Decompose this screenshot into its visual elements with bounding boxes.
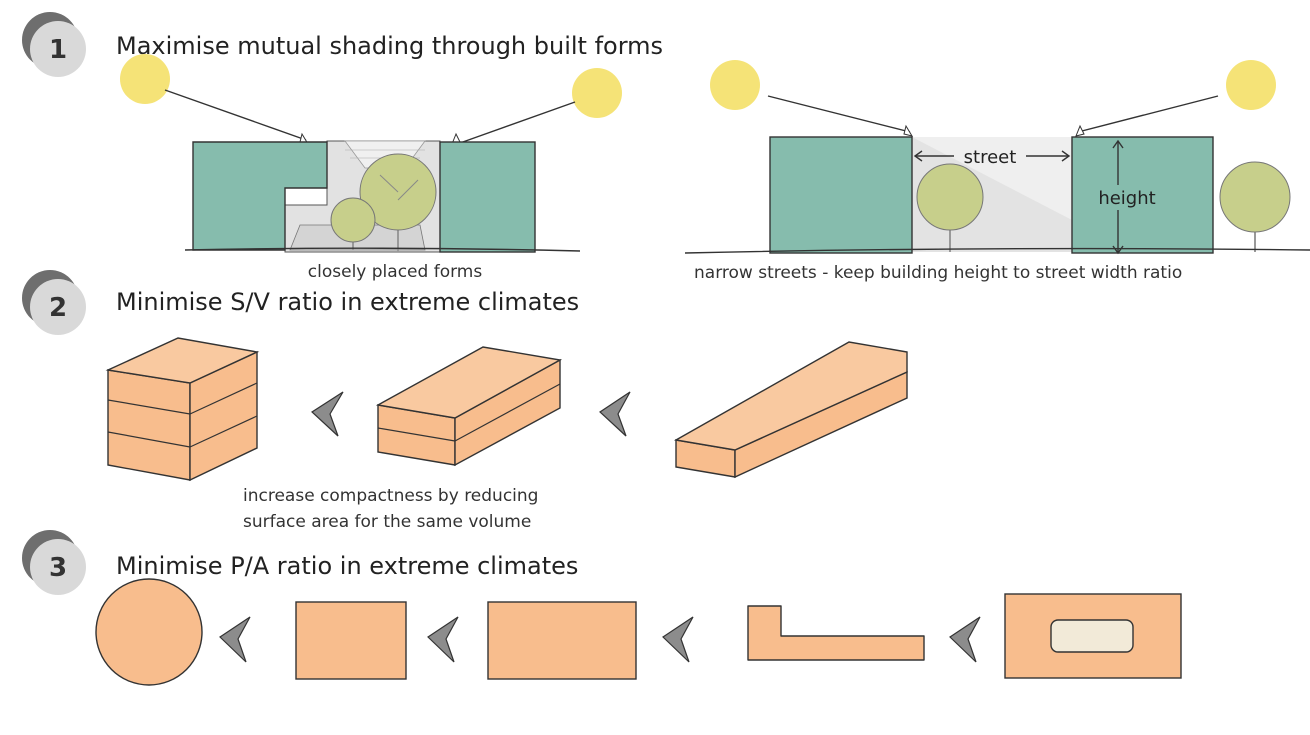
- small-square-plan: [295, 601, 407, 680]
- caption-narrow-streets: narrow streets - keep building height to…: [694, 263, 1182, 283]
- tree-icon: [330, 197, 376, 250]
- tree-icon: [1219, 161, 1291, 252]
- courtyard-plan: [1004, 593, 1182, 679]
- section-title: Minimise S/V ratio in extreme climates: [116, 288, 579, 316]
- badge-number: 1: [49, 35, 67, 65]
- badge-number: 2: [49, 293, 67, 323]
- label-street: street: [964, 147, 1017, 168]
- section-3: 3 Minimise P/A ratio in extreme climates: [22, 530, 1182, 686]
- chevron-left-icon: [662, 616, 694, 663]
- chevron-left-icon: [599, 391, 631, 437]
- caption-closely-placed-forms: closely placed forms: [308, 262, 483, 282]
- section-2: 2 Minimise S/V ratio in extreme climates: [22, 270, 908, 532]
- number-badge-3: 3: [22, 530, 86, 595]
- large-square-plan: [487, 601, 637, 680]
- caption-line-2: surface area for the same volume: [243, 512, 531, 532]
- badge-number: 3: [49, 553, 67, 583]
- number-badge-2: 2: [22, 270, 86, 335]
- section-title: Minimise P/A ratio in extreme climates: [116, 552, 578, 580]
- l-shape-plan: [747, 605, 925, 661]
- section-1: 1 Maximise mutual shading through built …: [22, 12, 1310, 283]
- sun-icon: [1226, 60, 1276, 110]
- compact-cube-block: [105, 337, 260, 482]
- sun-icon: [572, 68, 622, 118]
- narrow-streets-illustration: street height narrow streets - keep buil…: [684, 60, 1310, 283]
- sun-icon: [120, 54, 170, 104]
- closely-placed-forms-illustration: closely placed forms: [120, 54, 622, 282]
- chevron-left-icon: [219, 616, 251, 663]
- sun-icon: [710, 60, 760, 110]
- chevron-left-icon: [311, 391, 344, 437]
- tree-icon: [359, 153, 437, 252]
- section-title: Maximise mutual shading through built fo…: [116, 32, 663, 60]
- medium-block: [375, 346, 563, 467]
- caption-line-1: increase compactness by reducing: [243, 486, 538, 506]
- circle-plan: [95, 578, 203, 686]
- number-badge-1: 1: [22, 12, 86, 77]
- chevron-left-icon: [949, 616, 981, 663]
- label-height: height: [1098, 188, 1155, 209]
- long-block: [673, 341, 908, 479]
- tree-icon: [916, 163, 984, 252]
- chevron-left-icon: [427, 616, 459, 663]
